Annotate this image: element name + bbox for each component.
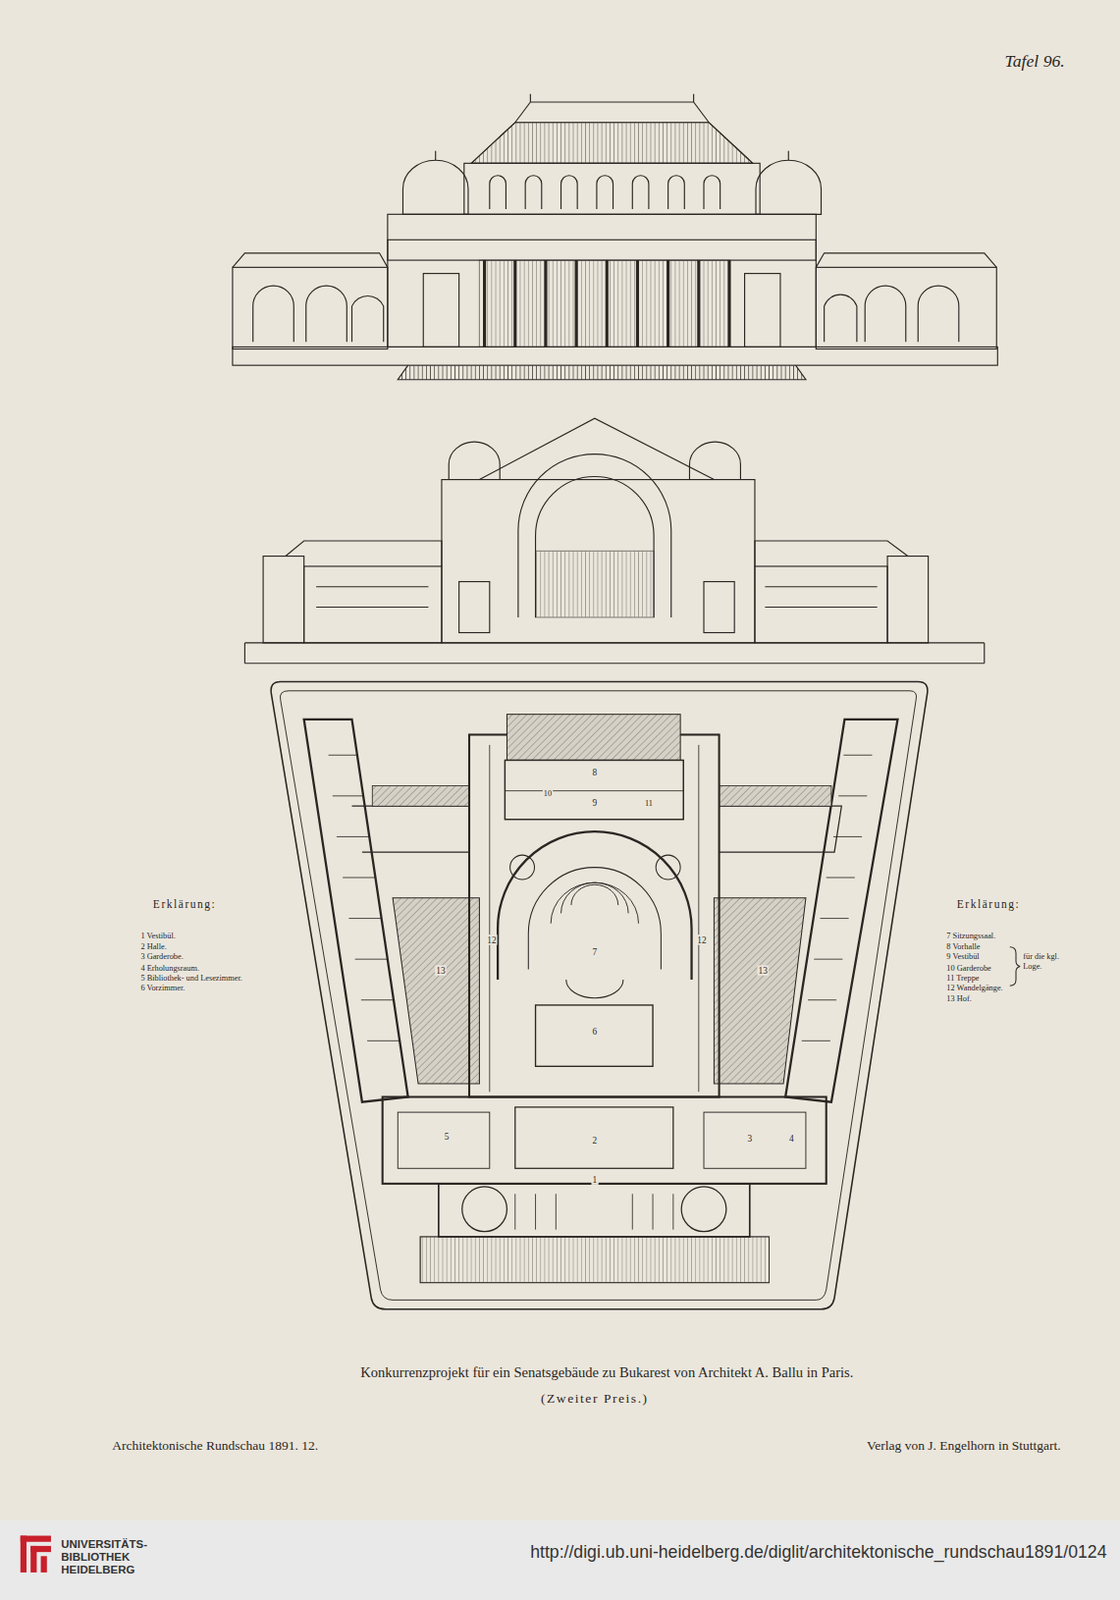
- legend-entry: 7 Sitzungssaal.: [946, 931, 996, 942]
- source-url: http://digi.ub.uni-heidelberg.de/diglit/…: [530, 1543, 1107, 1563]
- library-logo: [20, 1536, 52, 1573]
- callout-number: 12: [485, 934, 497, 946]
- legend-entry: 1 Vestibül.: [140, 931, 253, 942]
- callout-number: 9: [590, 798, 598, 809]
- page-number: Tafel 96.: [1005, 51, 1066, 71]
- section-drawing: [244, 418, 984, 663]
- legend-entry: 2 Halle.: [140, 942, 253, 953]
- legend-heading: Erklärung:: [957, 898, 1020, 911]
- legend-entry: 12 Wandelgänge.: [946, 983, 1003, 994]
- legend-entry: 10 Garderobe: [946, 962, 991, 973]
- legend-entry: 8 Vorhalle: [946, 942, 980, 953]
- callout-number: 12: [695, 934, 707, 946]
- callout-number: 1: [590, 1174, 598, 1186]
- legend-entry: 6 Vorzimmer.: [140, 983, 253, 994]
- legend-entry: 11 Treppe: [946, 972, 979, 983]
- callout-number: 6: [590, 1026, 598, 1038]
- legend-bracket: [1010, 947, 1020, 987]
- legend-entry: 5 Bibliothek- und Lesezimmer.: [140, 972, 253, 983]
- footer-bar: [0, 1520, 1120, 1600]
- library-name: UNIVERSITÄTS- BIBLIOTHEK HEIDELBERG: [60, 1538, 159, 1577]
- facade-elevation: [232, 94, 998, 380]
- callout-number: 7: [590, 947, 598, 959]
- callout-number: 10: [542, 789, 553, 800]
- legend-note: für die kgl. Loge.: [1022, 952, 1069, 971]
- callout-number: 3: [746, 1133, 753, 1145]
- legend-entry: 9 Vestibül: [946, 952, 979, 962]
- callout-number: 5: [443, 1131, 451, 1143]
- footer-text: Architektonische Rundschau 1891. 12.: [111, 1439, 319, 1455]
- legend-entry: 4 Erholungsraum.: [140, 962, 253, 973]
- callout-number: 8: [590, 767, 598, 779]
- legend-entry: 13 Hof.: [946, 994, 971, 1005]
- callout-number: 4: [788, 1133, 796, 1145]
- callout-number: 11: [643, 799, 654, 809]
- caption: Konkurrenzprojekt für ein Senatsgebäude …: [360, 1365, 854, 1383]
- legend-entry: 3 Garderobe.: [140, 952, 253, 962]
- callout-number: 13: [434, 964, 446, 976]
- callout-number: 2: [590, 1135, 598, 1147]
- floor-plan: [270, 681, 928, 1309]
- caption-note: (Zweiter Preis.): [540, 1391, 649, 1408]
- legend-heading: Erklärung:: [153, 898, 216, 911]
- callout-number: 13: [757, 964, 769, 976]
- footer-text: Verlag von J. Engelhorn in Stuttgart.: [866, 1439, 1062, 1455]
